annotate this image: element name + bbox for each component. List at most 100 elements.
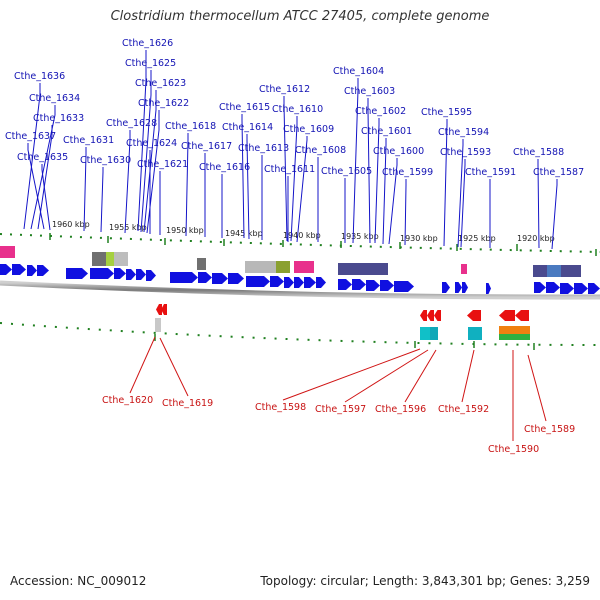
gene-label-cthe-1605: Cthe_1605 xyxy=(321,166,372,177)
forward-gene-arrow xyxy=(198,272,212,283)
leader-line xyxy=(290,116,298,242)
genome-backbone xyxy=(0,280,600,300)
forward-gene-arrow xyxy=(486,283,491,294)
gene-label-cthe-1600: Cthe_1600 xyxy=(373,146,424,157)
reverse-gene-arrow xyxy=(420,310,427,321)
leader-line xyxy=(241,114,245,239)
forward-gene-arrow xyxy=(37,265,49,276)
reverse-gene-arrow xyxy=(499,310,515,321)
gene-label-cthe-1603: Cthe_1603 xyxy=(344,86,395,97)
gene-label-cthe-1602: Cthe_1602 xyxy=(355,106,406,117)
gene-label-cthe-1623: Cthe_1623 xyxy=(135,78,186,89)
leader-line xyxy=(527,354,547,422)
forward-gene-arrow xyxy=(574,283,588,294)
leader-line xyxy=(124,130,131,234)
gene-label-cthe-1631: Cthe_1631 xyxy=(63,135,114,146)
scale-label: 1925 kbp xyxy=(458,234,496,243)
accession-text: Accession: NC_009012 xyxy=(10,574,147,588)
leader-line xyxy=(23,83,41,230)
gene-label-cthe-1611: Cthe_1611 xyxy=(264,164,315,175)
feature-block xyxy=(92,252,106,266)
forward-gene-arrow xyxy=(442,282,450,293)
bottom-leader-lines xyxy=(129,336,547,441)
gene-label-cthe-1613: Cthe_1613 xyxy=(238,143,289,154)
feature-block xyxy=(294,261,314,273)
forward-gene-arrow xyxy=(316,277,326,288)
feature-block xyxy=(0,246,15,258)
forward-gene-arrow xyxy=(534,282,546,293)
forward-gene-arrow xyxy=(462,282,468,293)
gene-label-cthe-1633: Cthe_1633 xyxy=(33,113,84,124)
gene-label-cthe-1626: Cthe_1626 xyxy=(122,38,173,49)
forward-gene-arrow xyxy=(27,265,37,276)
reverse-genes xyxy=(156,304,529,321)
feature-block xyxy=(155,318,161,332)
leader-line xyxy=(37,125,53,230)
forward-gene-arrow xyxy=(212,273,228,284)
forward-gene-arrow xyxy=(294,277,304,288)
forward-gene-arrow xyxy=(126,269,136,280)
leader-line xyxy=(443,119,448,247)
leader-line xyxy=(30,105,56,230)
scale-label: 1940 kbp xyxy=(283,231,321,240)
gene-label-cthe-1618: Cthe_1618 xyxy=(165,121,216,132)
leader-line xyxy=(27,143,45,230)
leader-line xyxy=(283,96,288,242)
reverse-gene-arrow xyxy=(515,310,529,321)
gene-label-cthe-1596: Cthe_1596 xyxy=(375,404,426,415)
forward-gene-arrow xyxy=(246,276,270,287)
gene-label-cthe-1593: Cthe_1593 xyxy=(440,147,491,158)
reverse-gene-arrow xyxy=(161,304,167,315)
upper-feature-blocks xyxy=(0,246,581,277)
forward-gene-arrow xyxy=(380,280,394,291)
upper-scale-dots xyxy=(0,233,600,253)
feature-block xyxy=(499,334,530,340)
leader-line xyxy=(404,349,437,403)
gene-label-cthe-1635: Cthe_1635 xyxy=(17,152,68,163)
feature-block xyxy=(106,252,114,266)
scale-label: 1930 kbp xyxy=(400,234,438,243)
leader-line xyxy=(137,50,147,232)
gene-label-cthe-1597: Cthe_1597 xyxy=(315,404,366,415)
scale-label: 1920 kbp xyxy=(517,234,555,243)
leader-line xyxy=(140,70,152,233)
scale-label: 1960 kbp xyxy=(52,220,90,229)
leader-line xyxy=(246,134,250,240)
scale-label: 1955 kbp xyxy=(109,223,147,232)
gene-label-cthe-1601: Cthe_1601 xyxy=(361,126,412,137)
forward-gene-arrow xyxy=(560,283,574,294)
reverse-gene-arrow xyxy=(156,304,162,315)
forward-gene-arrow xyxy=(546,282,560,293)
forward-gene-arrow xyxy=(146,270,156,281)
leader-line xyxy=(282,348,421,401)
gene-label-cthe-1595: Cthe_1595 xyxy=(421,107,472,118)
forward-gene-arrow xyxy=(304,277,316,288)
gene-label-cthe-1610: Cthe_1610 xyxy=(272,104,323,115)
forward-gene-arrow xyxy=(270,276,284,287)
forward-gene-arrow xyxy=(170,272,198,283)
feature-block xyxy=(499,326,530,334)
gene-label-cthe-1587: Cthe_1587 xyxy=(533,167,584,178)
feature-block xyxy=(468,327,482,340)
leader-line xyxy=(146,110,160,234)
scale-label: 1950 kbp xyxy=(166,226,204,235)
gene-label-cthe-1615: Cthe_1615 xyxy=(219,102,270,113)
forward-gene-arrow xyxy=(228,273,244,284)
topology-text: Topology: circular; Length: 3,843,301 bp… xyxy=(260,574,590,588)
leader-line xyxy=(460,159,466,248)
gene-label-cthe-1591: Cthe_1591 xyxy=(465,167,516,178)
forward-gene-arrow xyxy=(66,268,88,279)
leader-line xyxy=(344,349,429,403)
leader-line xyxy=(41,164,51,231)
feature-block xyxy=(430,327,438,340)
leader-line xyxy=(382,138,387,245)
gene-label-cthe-1630: Cthe_1630 xyxy=(80,155,131,166)
gene-label-cthe-1637: Cthe_1637 xyxy=(5,131,56,142)
gene-label-cthe-1621: Cthe_1621 xyxy=(137,159,188,170)
scale-label: 1935 kbp xyxy=(341,232,379,241)
leader-line xyxy=(388,158,398,245)
upper-scale-ticks xyxy=(49,233,597,256)
gene-label-cthe-1609: Cthe_1609 xyxy=(283,124,334,135)
feature-block xyxy=(276,261,290,273)
gene-label-cthe-1590: Cthe_1590 xyxy=(488,444,539,455)
